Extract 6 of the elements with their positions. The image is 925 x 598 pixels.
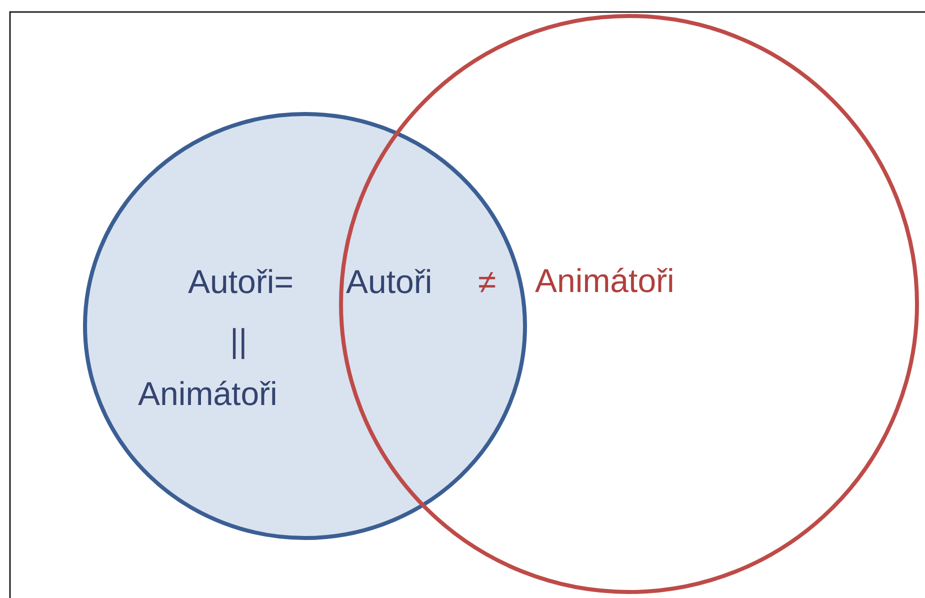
not-equal-symbol: ≠ — [478, 265, 496, 298]
set-label: Autoři= — [188, 265, 294, 298]
set-label: Animátoři — [535, 264, 674, 297]
equals-symbol: || — [230, 324, 248, 357]
overlap-label: Autoři — [346, 265, 432, 298]
set-label: Animátoři — [138, 377, 278, 410]
